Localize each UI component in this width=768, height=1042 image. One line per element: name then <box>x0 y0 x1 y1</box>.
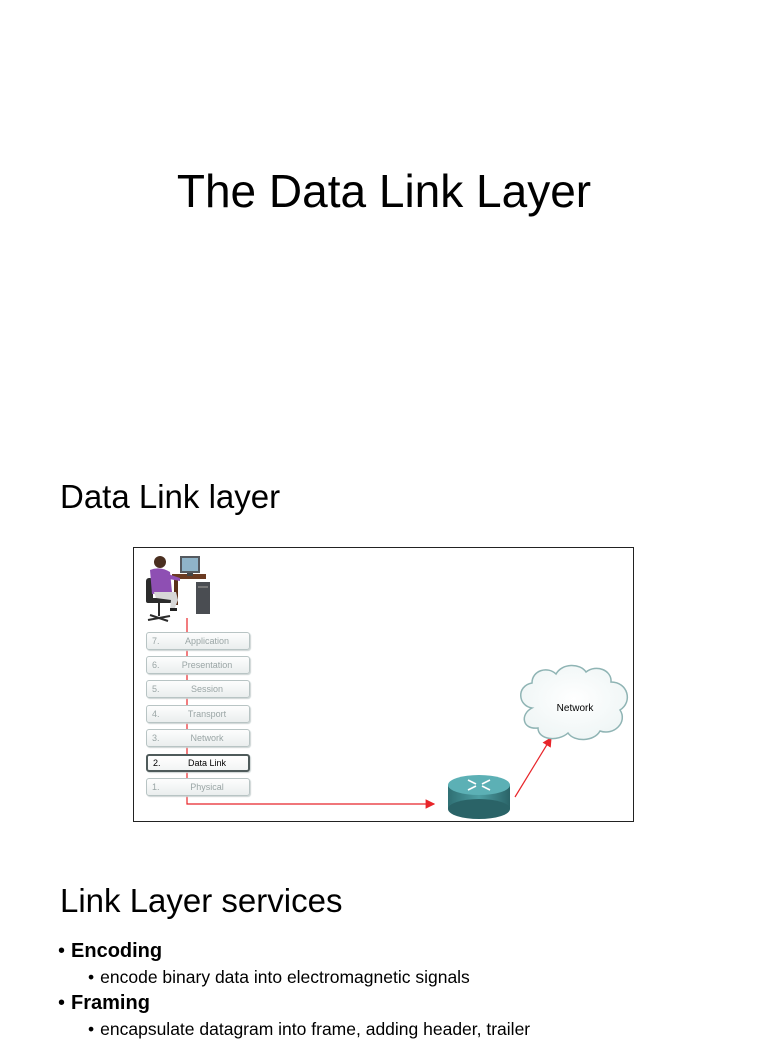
osi-layer-5: 5. Session <box>146 680 250 698</box>
section-heading-data-link-layer: Data Link layer <box>60 478 281 515</box>
sub-bullet-text: encode binary data into electromagnetic … <box>100 967 470 987</box>
osi-layer-name: Presentation <box>181 660 233 670</box>
network-cloud-label: Network <box>556 703 594 714</box>
user-at-computer-icon <box>146 556 210 622</box>
router-to-network-arrow <box>514 736 552 798</box>
bullet-label: Framing <box>71 992 150 1014</box>
figure-graphics <box>146 556 629 819</box>
osi-layer-name: Data Link <box>187 758 227 768</box>
sub-bullet-framing: •encapsulate datagram into frame, adding… <box>88 1019 531 1039</box>
router-icon <box>448 775 510 819</box>
osi-layer-4: 4. Transport <box>146 705 250 723</box>
osi-layer-number: 2. <box>153 758 161 768</box>
bullet-encoding: •Encoding <box>58 940 163 962</box>
osi-layer-number: 3. <box>152 733 160 743</box>
osi-layer-3: 3. Network <box>146 729 250 747</box>
osi-layer-name: Network <box>190 733 224 743</box>
osi-layer-number: 4. <box>152 709 160 719</box>
osi-layer-7: 7. Application <box>146 632 250 650</box>
slide-title: The Data Link Layer <box>176 165 592 217</box>
section-heading-link-layer-services: Link Layer services <box>60 882 343 919</box>
osi-layer-6: 6. Presentation <box>146 656 250 674</box>
osi-layer-name: Physical <box>190 782 224 792</box>
osi-layer-number: 1. <box>152 782 160 792</box>
sub-bullet-text: encapsulate datagram into frame, adding … <box>100 1019 531 1039</box>
bullet-label: Encoding <box>71 940 163 962</box>
network-cloud-icon <box>520 664 629 741</box>
osi-layer-number: 6. <box>152 660 160 670</box>
services-bullet-list: •Encoding •encode binary data into elect… <box>58 938 530 1042</box>
osi-layer-number: 7. <box>152 636 160 646</box>
osi-layer-number: 5. <box>152 684 160 694</box>
osi-layer-name: Transport <box>187 709 227 719</box>
osi-layer-1: 1. Physical <box>146 778 250 796</box>
bullet-framing: •Framing <box>58 992 150 1014</box>
osi-layer-name: Application <box>184 636 230 646</box>
data-link-layer-figure: 7. Application 6. Presentation 5. Sessio… <box>133 547 634 822</box>
osi-layer-name: Session <box>190 684 224 694</box>
osi-layer-2-data-link: 2. Data Link <box>146 754 250 772</box>
sub-bullet-encoding: •encode binary data into electromagnetic… <box>88 967 470 987</box>
